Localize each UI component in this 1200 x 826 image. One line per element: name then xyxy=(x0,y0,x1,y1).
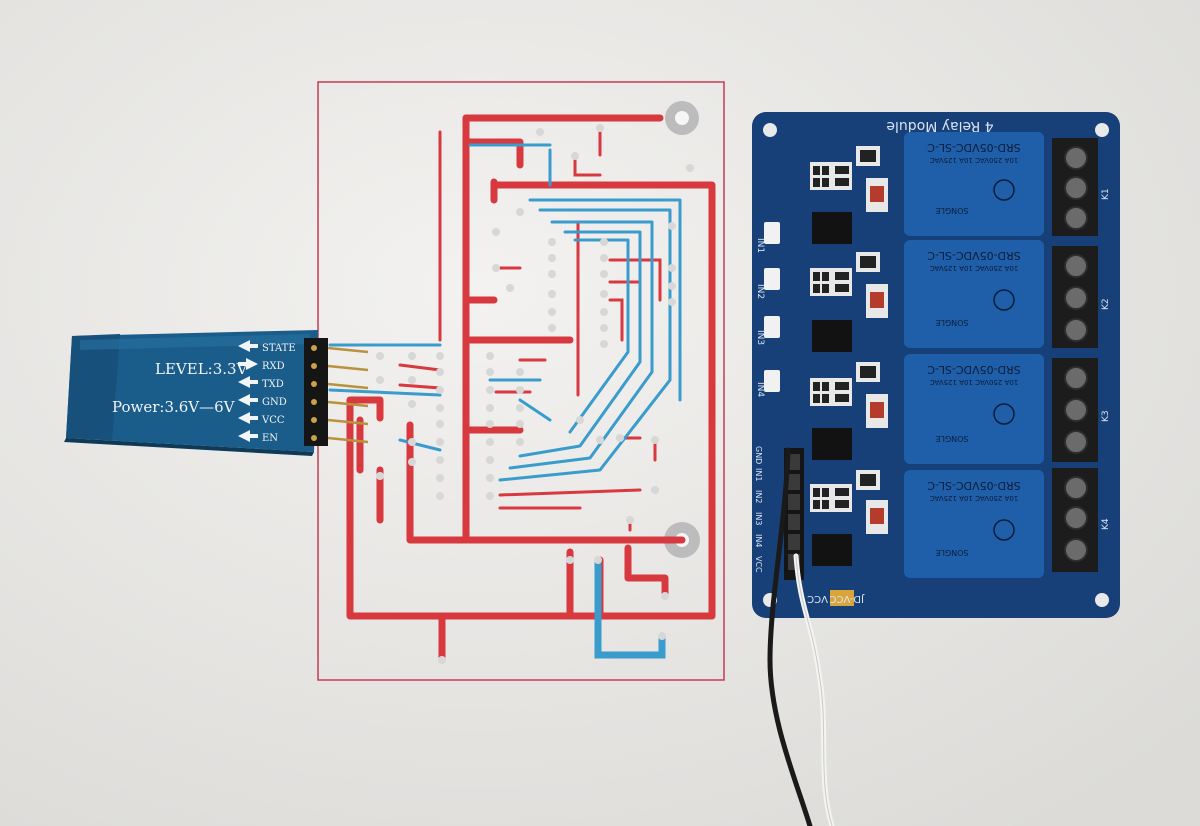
relay-k1-cert-logo xyxy=(993,179,1015,201)
bt-power-label: Power:3.6V—6V xyxy=(112,398,236,416)
power-wires xyxy=(767,447,835,826)
relay-k2-brand: SONGLE xyxy=(935,318,968,327)
relay-k3: SRD-05VDC-SL-C 10A 250VAC 10A 125VAC SON… xyxy=(904,354,1044,464)
relay-k3-rating: 10A 250VAC 10A 125VAC xyxy=(930,378,1019,386)
arrow-left-icon xyxy=(238,394,258,406)
vcc-label: VCC xyxy=(807,593,828,604)
bt-pin-gnd: GND xyxy=(262,397,287,408)
relay-k2-cert-logo xyxy=(993,289,1015,311)
pcb-pads xyxy=(376,124,694,664)
bt-pin-vcc: VCC xyxy=(261,415,285,426)
relay-k2-body xyxy=(904,240,1044,348)
input-label-in1: IN1 xyxy=(755,238,765,253)
relay-k1: SRD-05VDC-SL-C 10A 250VAC 10A 125VAC SON… xyxy=(904,132,1044,236)
input-label-in2: IN2 xyxy=(755,284,765,299)
jd-vcc-label: JD-VCC xyxy=(830,593,865,604)
bt-module-body xyxy=(66,330,318,452)
input-leds xyxy=(764,222,780,392)
bt-header-pins xyxy=(311,345,317,441)
bluetooth-module: LEVEL:3.3V Power:3.6V—6V STATE RXD TXD G… xyxy=(64,330,369,456)
screw-terminals xyxy=(1052,138,1098,572)
relay-k3-brand: SONGLE xyxy=(935,434,968,443)
relay-k3-body xyxy=(904,354,1044,464)
relay-k1-body xyxy=(904,132,1044,236)
blue-thick-traces xyxy=(594,556,666,659)
header-label-vcc: VCC xyxy=(754,556,763,573)
relay-k4-body xyxy=(904,470,1044,578)
relay-k1-rating: 10A 250VAC 10A 125VAC xyxy=(930,156,1019,164)
white-wire-edge xyxy=(795,555,833,826)
input-label-in3: IN3 xyxy=(755,330,765,345)
arrow-right-icon xyxy=(238,340,258,352)
black-wire xyxy=(767,447,813,826)
relay-k3-model: SRD-05VDC-SL-C xyxy=(927,363,1021,376)
mounting-hole xyxy=(1095,123,1109,137)
terminal-label-k2: K2 xyxy=(1101,298,1111,310)
bt-pin-txd: TXD xyxy=(262,379,284,390)
blue-traces xyxy=(328,143,682,482)
arrow-left-icon xyxy=(238,430,258,442)
relay-k1-model: SRD-05VDC-SL-C xyxy=(927,141,1021,154)
header-label-in3: IN3 xyxy=(754,512,763,525)
jd-vcc-jumper xyxy=(830,590,854,606)
terminal-label-k3: K3 xyxy=(1101,410,1111,422)
relay-k4: SRD-05VDC-SL-C 10A 250VAC 10A 125VAC SON… xyxy=(904,470,1044,578)
optocouplers xyxy=(812,212,852,566)
arrow-left-icon xyxy=(238,412,258,424)
mounting-hole xyxy=(763,123,777,137)
arrow-left-icon xyxy=(238,376,258,388)
input-label-in4: IN4 xyxy=(755,382,765,397)
relay-board-title: 4 Relay Module xyxy=(886,118,993,134)
relay-k4-brand: SONGLE xyxy=(935,548,968,557)
relay-board: 4 Relay Module IN1 IN2 IN3 IN4 GND IN1 I… xyxy=(752,112,1120,618)
terminal-label-k4: K4 xyxy=(1101,518,1111,530)
mounting-hole xyxy=(1095,593,1109,607)
relay-k4-rating: 10A 250VAC 10A 125VAC xyxy=(930,494,1019,502)
bt-pin-state: STATE xyxy=(262,343,296,354)
relay-k2-rating: 10A 250VAC 10A 125VAC xyxy=(930,264,1019,272)
terminal-label-k1: K1 xyxy=(1101,188,1111,200)
relay-k2-model: SRD-05VDC-SL-C xyxy=(927,249,1021,262)
header-label-gnd: GND xyxy=(754,446,763,464)
header-label-in1: IN1 xyxy=(754,468,763,481)
relay-k4-model: SRD-05VDC-SL-C xyxy=(927,479,1021,492)
arrow-right-icon xyxy=(238,358,258,370)
red-traces xyxy=(346,114,716,664)
bt-pin-rxd: RXD xyxy=(262,361,285,372)
relay-k4-cert-logo xyxy=(993,519,1015,541)
bt-pin-header xyxy=(304,338,328,446)
bt-level-label: LEVEL:3.3V xyxy=(155,360,249,378)
pcb-layout-printout xyxy=(317,81,725,681)
bt-pin-arrows xyxy=(238,340,258,442)
bt-pin-en: EN xyxy=(262,433,278,444)
header-label-in2: IN2 xyxy=(754,490,763,503)
header-label-in4: IN4 xyxy=(754,534,763,547)
bt-header-pin-legs xyxy=(327,346,369,444)
relay-k3-cert-logo xyxy=(993,403,1015,425)
smd-components xyxy=(810,146,888,534)
relay-k1-brand: SONGLE xyxy=(935,206,968,215)
relay-k2: SRD-05VDC-SL-C 10A 250VAC 10A 125VAC SON… xyxy=(904,240,1044,348)
